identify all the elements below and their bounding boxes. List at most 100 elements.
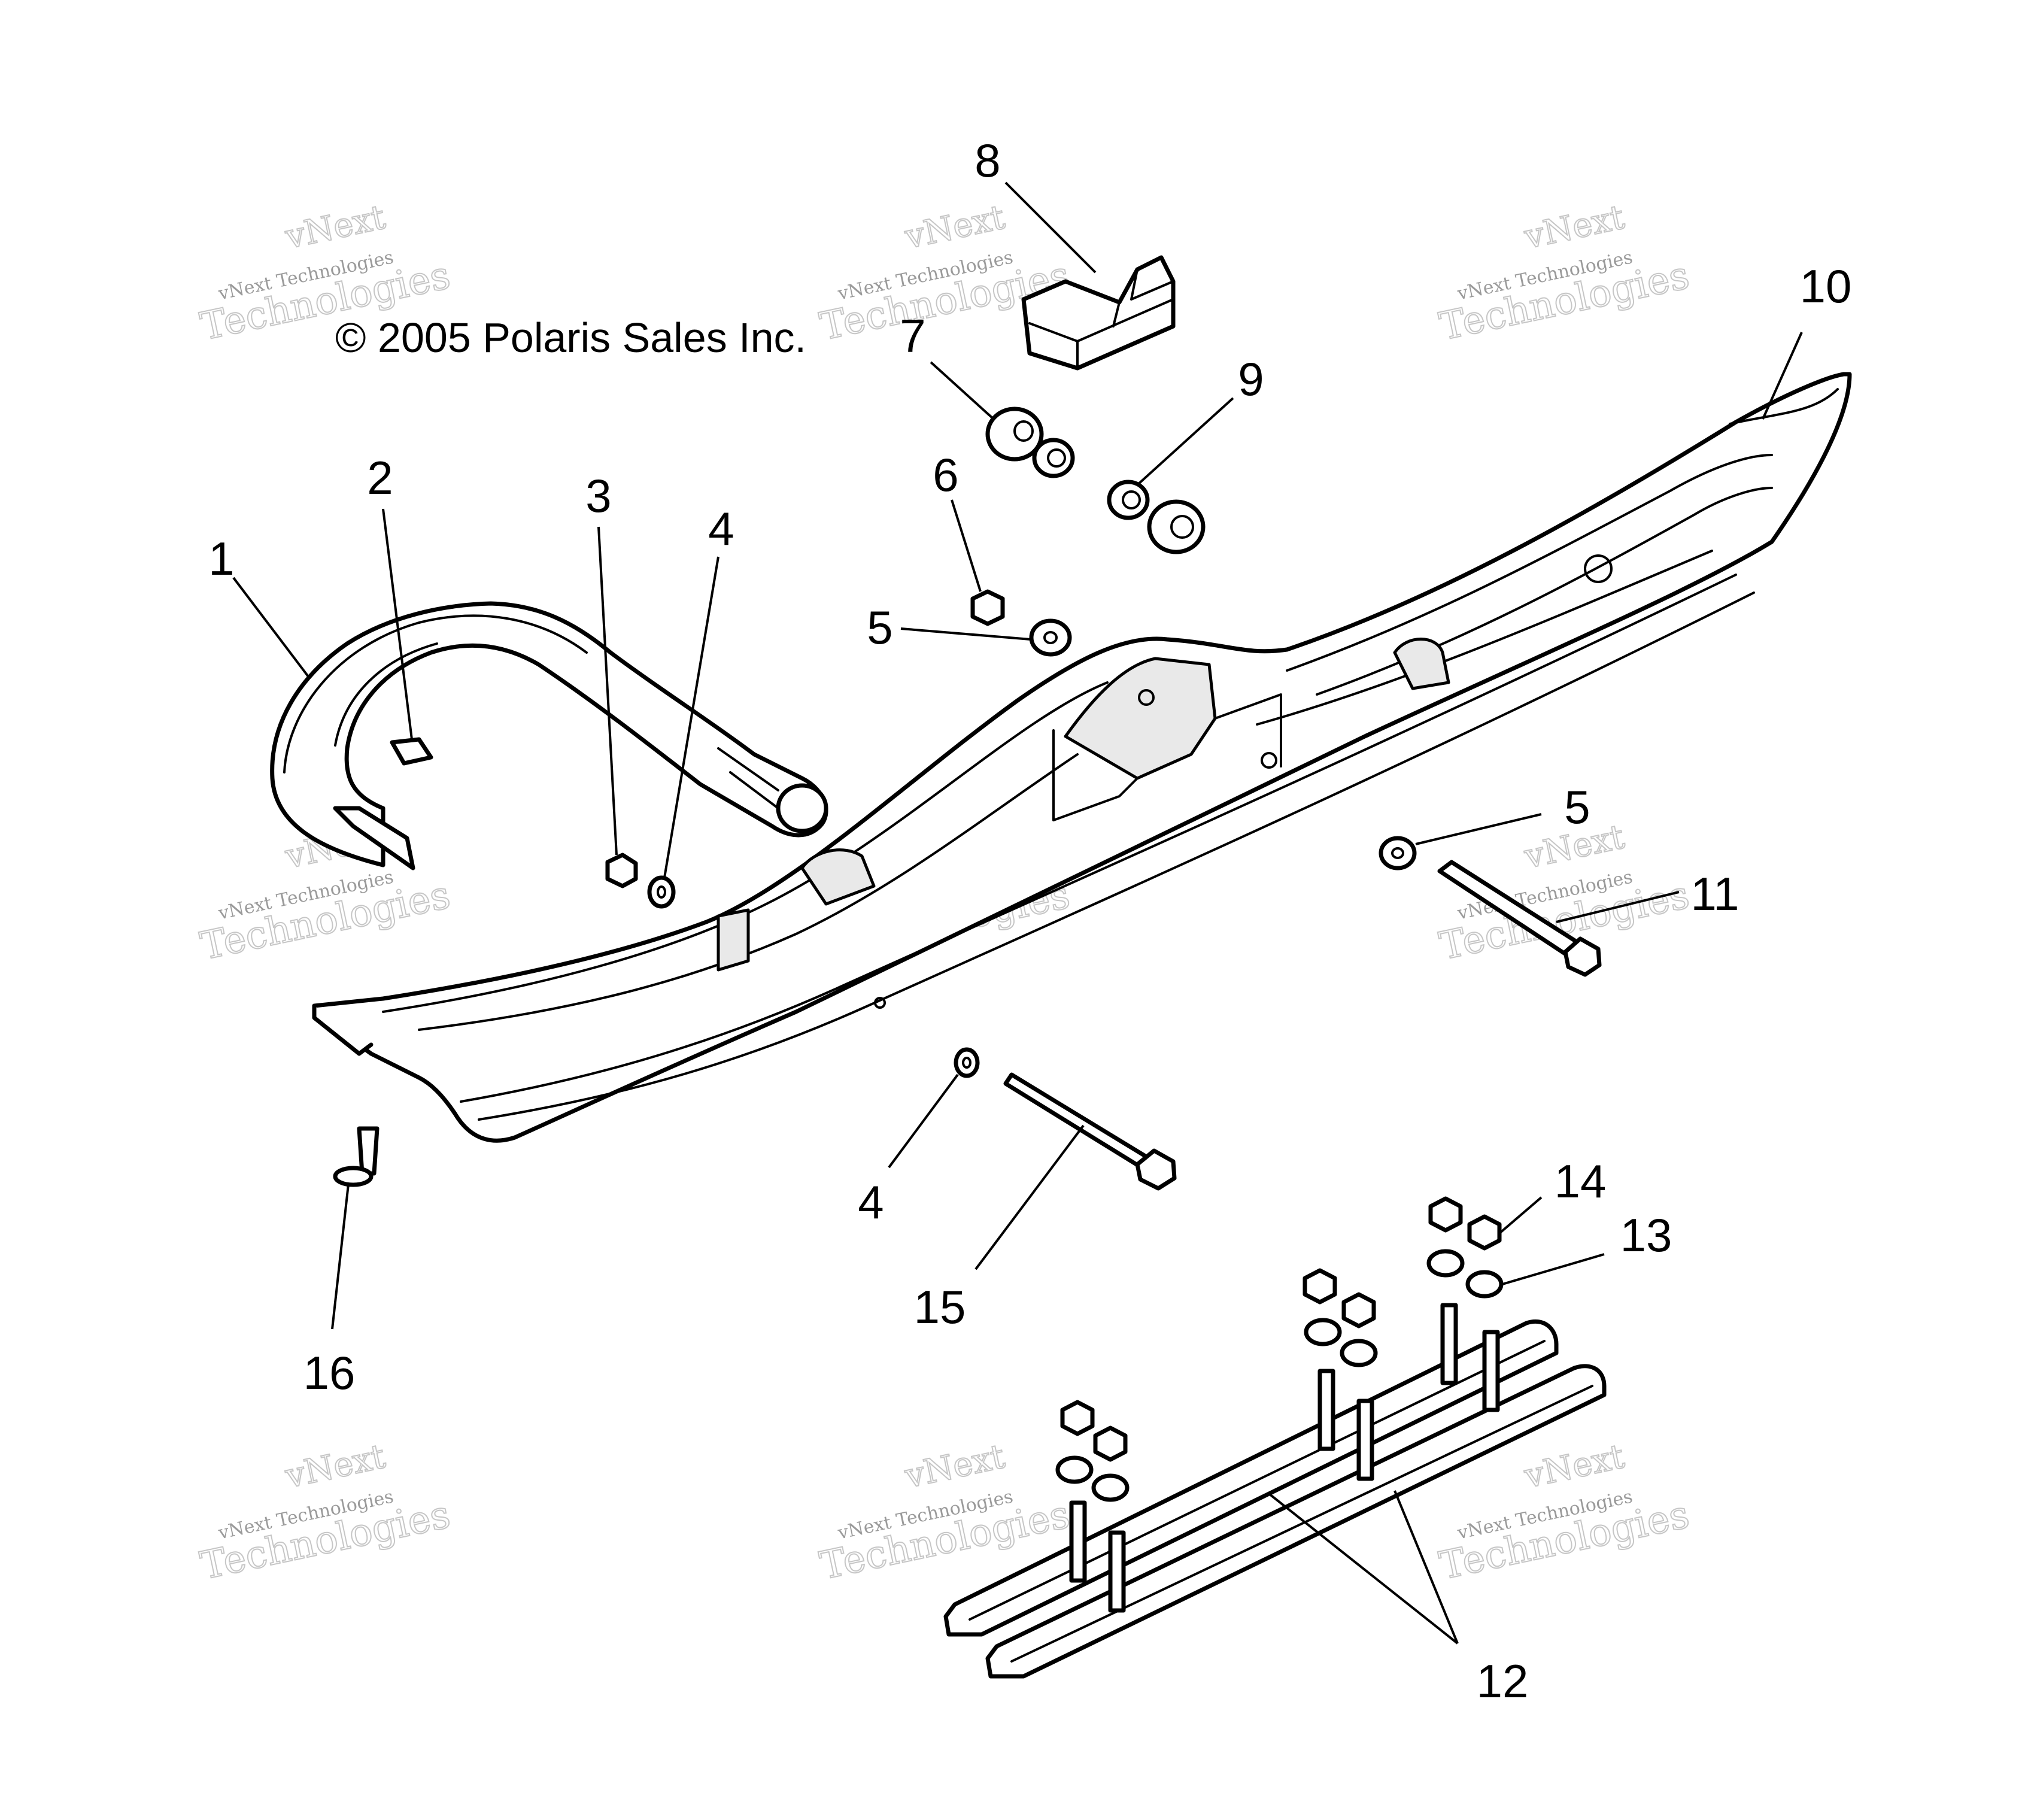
leader-12a: [1268, 1493, 1459, 1645]
runner-washer-a2: [1091, 1473, 1130, 1502]
callout-14: 14: [1555, 1155, 1607, 1208]
leader-9: [1136, 397, 1234, 486]
leader-6: [951, 499, 982, 592]
ski-keel-line-2: [478, 592, 1755, 1121]
runner-stud-5: [1440, 1303, 1458, 1385]
callout-7: 7: [900, 310, 925, 362]
bushing-washer-9: [1147, 499, 1206, 554]
runner-stud-3: [1317, 1369, 1335, 1451]
leader-3: [597, 526, 618, 856]
runner-stud-1: [1069, 1500, 1087, 1583]
leader-5b: [1415, 813, 1542, 845]
runner-1-edge: [969, 1340, 1546, 1621]
bushing-washer-7-hole: [1013, 420, 1034, 442]
callout-2: 2: [367, 451, 393, 504]
ski-stop-8: [1021, 255, 1176, 371]
bushing-9: [1107, 480, 1150, 520]
washer-4-upper: [647, 875, 676, 909]
ski-loop-inner-edge: [334, 642, 438, 747]
leader-2: [382, 508, 413, 740]
watermark-line1: vNext: [1521, 1437, 1628, 1496]
ski-bracket-left: [717, 908, 750, 972]
runner-2-edge: [1010, 1385, 1593, 1663]
callout-4-upper: 4: [708, 502, 734, 555]
leader-5a: [900, 627, 1031, 641]
runner-washer-b1: [1304, 1318, 1342, 1346]
carbide-runners-12: [943, 1303, 1607, 1679]
ski-loop: [270, 601, 828, 870]
loop-fastener: [390, 737, 433, 766]
watermark-line1: vNext: [901, 198, 1009, 257]
ski-rear-hole: [1584, 554, 1613, 583]
ski-channel-3: [1286, 454, 1773, 672]
callout-labels: 1 2 3 4 4 5 5 6 7 8 9 10 11 12 13 14 15 …: [208, 134, 1851, 1707]
runner-nut-c1: [1428, 1196, 1463, 1233]
spindle-bolt-15: [1003, 1072, 1177, 1191]
bolt-11: [1437, 860, 1602, 977]
runner-nut-a2: [1093, 1425, 1128, 1462]
ski-loop-end-cap: [776, 783, 828, 833]
copyright-text: © 2005 Polaris Sales Inc.: [335, 314, 806, 361]
runner-nut-b1: [1303, 1268, 1337, 1305]
ski-small-hole: [874, 997, 886, 1009]
watermark-line1: vNext: [282, 198, 389, 257]
bushing-washer-9-hole: [1170, 515, 1194, 539]
ski-channel-2: [418, 753, 1079, 1031]
watermark-line1: vNext: [1521, 198, 1628, 257]
callout-13: 13: [1620, 1209, 1672, 1261]
leader-15: [974, 1124, 1085, 1270]
leader-10: [1762, 332, 1803, 420]
ski-stop-edge-3: [1112, 268, 1174, 327]
watermark-line1: vNext: [282, 1437, 389, 1496]
leader-11: [1556, 891, 1680, 923]
leader-16: [331, 1184, 350, 1330]
washer-4-lower: [954, 1047, 980, 1078]
ski-saddle-wall: [1064, 657, 1217, 780]
runner-stud-4: [1356, 1399, 1374, 1481]
callout-5-lower: 5: [1564, 781, 1590, 833]
leader-14: [1498, 1196, 1543, 1234]
callout-16: 16: [303, 1346, 356, 1399]
callout-10: 10: [1800, 260, 1852, 313]
ski-tip-edge: [1729, 388, 1839, 425]
callout-9: 9: [1238, 353, 1264, 405]
runner-hardware: [1055, 1196, 1504, 1502]
spindle-bolt-15-head: [1135, 1148, 1177, 1191]
washer-4-upper-hole: [657, 885, 666, 899]
leader-lines: [232, 181, 1803, 1645]
washer-4-lower-hole: [962, 1057, 971, 1069]
spindle-bolt-15-shank: [1003, 1072, 1152, 1171]
bushing-9-hole: [1122, 490, 1141, 509]
runner-nut-c2: [1467, 1214, 1502, 1251]
callout-6: 6: [933, 448, 958, 501]
watermark-line1: vNext: [901, 1437, 1009, 1496]
runner-washer-b2: [1340, 1339, 1378, 1367]
leader-8: [1004, 181, 1097, 274]
bushing-small-7-hole: [1047, 448, 1066, 468]
bolt-11-head: [1563, 936, 1602, 977]
runner-nut-b2: [1341, 1292, 1376, 1328]
runner-nut-a1: [1060, 1400, 1095, 1436]
ski-keel-line: [460, 574, 1737, 1103]
ski-bracket-mid: [800, 848, 876, 906]
ski-loop-grip: [717, 747, 779, 809]
ski-front-flap: [312, 1003, 374, 1056]
callout-11: 11: [1691, 867, 1739, 920]
washer-5-lower-hole: [1391, 847, 1404, 859]
ski-outline: [312, 372, 1852, 1143]
callout-12: 12: [1477, 1655, 1529, 1707]
ski-channel-1: [382, 681, 1109, 1013]
nut-3: [605, 853, 638, 888]
leader-12b: [1393, 1490, 1459, 1644]
ski-bracket-right: [1393, 638, 1450, 690]
runner-washer-a1: [1055, 1455, 1094, 1484]
rivet-16: [333, 1126, 380, 1187]
washer-5-upper-hole: [1043, 631, 1058, 644]
leader-7: [930, 361, 995, 420]
leader-1: [232, 577, 309, 678]
ski-saddle-inner: [1052, 729, 1139, 821]
leader-4a: [663, 556, 719, 878]
runner-stud-6: [1482, 1330, 1500, 1412]
callout-5-upper: 5: [867, 601, 892, 654]
